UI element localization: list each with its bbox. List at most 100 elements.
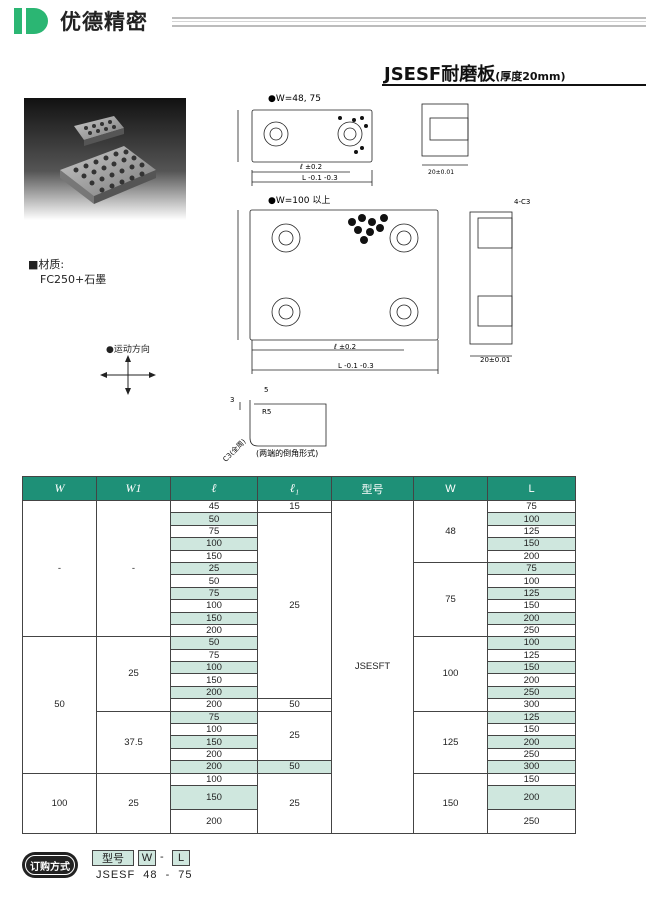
dim-five: 5 bbox=[264, 386, 268, 394]
order-l-box: L bbox=[172, 850, 190, 866]
table-row: 75 125 bbox=[23, 524, 576, 539]
cell-W: 100 bbox=[413, 636, 488, 712]
cell-L: 300 bbox=[487, 698, 576, 712]
header-divider bbox=[172, 17, 646, 27]
table-row: 25 75 75 bbox=[23, 561, 576, 638]
cell-L: 100 bbox=[487, 574, 576, 588]
cell-W: 150 bbox=[413, 772, 488, 834]
dim-chamfer: 4-C3 bbox=[514, 198, 530, 206]
cell-l1: 25 bbox=[257, 710, 332, 762]
table-row: 150 200 bbox=[23, 784, 576, 810]
drawing-caption-large: ●W=100 以上 bbox=[268, 195, 330, 206]
brand-name: 优德精密 bbox=[60, 10, 148, 34]
table-row: 150 200 bbox=[23, 549, 576, 563]
table-row: 100 150 bbox=[23, 723, 576, 737]
order-method-label: 订购方式 bbox=[30, 861, 70, 873]
cell-l: 150 bbox=[170, 611, 258, 625]
table-row: 150 200 bbox=[23, 673, 576, 687]
table-row: 200 250 bbox=[23, 685, 576, 700]
col-header-L: L bbox=[487, 476, 576, 501]
cell-w1: 25 bbox=[96, 636, 171, 712]
cell-l: 75 bbox=[170, 648, 258, 663]
table-row: 50 25 100 bbox=[23, 512, 576, 700]
table-header-row: W W1 ℓ ℓ₁ 型号 W L bbox=[22, 476, 576, 501]
cell-model: JSESFT bbox=[331, 500, 414, 834]
product-thickness: (厚度20mm) bbox=[495, 70, 566, 83]
dim-three: 3 bbox=[230, 396, 234, 404]
cell-w1: 25 bbox=[96, 772, 171, 834]
title-underline bbox=[382, 84, 646, 86]
cell-l1: 15 bbox=[257, 499, 332, 514]
cell-L: 200 bbox=[487, 611, 576, 625]
cell-L: 150 bbox=[487, 661, 576, 675]
table-row: 200 250 bbox=[23, 808, 576, 834]
cell-L: 125 bbox=[487, 524, 576, 539]
cell-w: - bbox=[22, 499, 97, 638]
cell-l1: 25 bbox=[257, 512, 332, 700]
order-w-box: W bbox=[138, 850, 156, 866]
drawing-caption-corner: (两端的倒角形式) bbox=[256, 448, 318, 458]
cell-l: 50 bbox=[170, 574, 258, 588]
order-model-box: 型号 bbox=[92, 850, 134, 866]
dim-twenty-large: 20±0.01 bbox=[480, 356, 510, 364]
cell-L: 100 bbox=[487, 512, 576, 526]
dim-r5: R5 bbox=[262, 408, 271, 416]
cell-L: 300 bbox=[487, 760, 576, 774]
cell-w1: 37.5 bbox=[96, 710, 171, 774]
cell-L: 200 bbox=[487, 549, 576, 563]
cell-l: 50 bbox=[170, 636, 258, 650]
cell-l: 200 bbox=[170, 760, 258, 774]
col-header-W: W bbox=[413, 476, 488, 501]
cell-w1: - bbox=[96, 499, 171, 638]
cell-L: 150 bbox=[487, 537, 576, 551]
cell-w: 100 bbox=[22, 772, 97, 834]
drawing-caption-small: ●W=48, 75 bbox=[268, 94, 321, 104]
brand-logo bbox=[14, 8, 48, 34]
table-row: 150 200 bbox=[23, 611, 576, 625]
cell-L: 150 bbox=[487, 599, 576, 613]
cell-l: 150 bbox=[170, 735, 258, 749]
cell-L: 250 bbox=[487, 808, 576, 834]
cell-W: 125 bbox=[413, 710, 488, 774]
cell-l: 45 bbox=[170, 499, 258, 514]
cell-l: 75 bbox=[170, 524, 258, 539]
table-row: 150 200 bbox=[23, 735, 576, 749]
cell-l: 50 bbox=[170, 512, 258, 526]
product-photo bbox=[24, 98, 186, 220]
dim-L-large: L -0.1 -0.3 bbox=[338, 362, 374, 370]
col-header-l: ℓ bbox=[170, 476, 258, 501]
table-row: 50 100 bbox=[23, 574, 576, 588]
cell-L: 125 bbox=[487, 648, 576, 663]
cell-l: 200 bbox=[170, 623, 258, 638]
cell-L: 75 bbox=[487, 499, 576, 514]
table-row: 100 25 100 25 150 150 bbox=[22, 772, 576, 834]
col-header-w1: W1 bbox=[96, 476, 171, 501]
cell-l1: 50 bbox=[257, 760, 332, 774]
cell-l: 200 bbox=[170, 698, 258, 712]
order-method-badge: 订购方式 bbox=[22, 852, 78, 878]
order-dash: - bbox=[160, 851, 164, 863]
table-row: 50 25 50 100 100 bbox=[22, 636, 576, 774]
cell-L: 100 bbox=[487, 636, 576, 650]
cell-L: 150 bbox=[487, 723, 576, 737]
col-header-w: W bbox=[22, 476, 97, 501]
cell-l: 100 bbox=[170, 772, 258, 787]
cell-L: 200 bbox=[487, 673, 576, 687]
product-name: JSESF耐磨板 bbox=[384, 64, 496, 85]
cell-l: 150 bbox=[170, 784, 258, 810]
cell-l: 75 bbox=[170, 586, 258, 601]
table-row: 100 150 bbox=[23, 661, 576, 675]
material-label: ■材质: bbox=[28, 258, 65, 271]
dim-l-small: ℓ ±0.2 bbox=[299, 163, 322, 171]
cell-L: 250 bbox=[487, 685, 576, 700]
table-row: 100 150 bbox=[23, 599, 576, 613]
cell-l: 200 bbox=[170, 747, 258, 762]
cell-w: 50 bbox=[22, 636, 97, 774]
cell-L: 250 bbox=[487, 747, 576, 762]
table-row: 75 125 bbox=[23, 648, 576, 663]
product-title: JSESF耐磨板(厚度20mm) bbox=[384, 60, 566, 86]
cell-l: 150 bbox=[170, 673, 258, 687]
cell-l: 100 bbox=[170, 599, 258, 613]
col-header-l1: ℓ₁ bbox=[257, 476, 332, 501]
table-row: - - 45 15 JSESFT 48 75 bbox=[22, 499, 576, 834]
